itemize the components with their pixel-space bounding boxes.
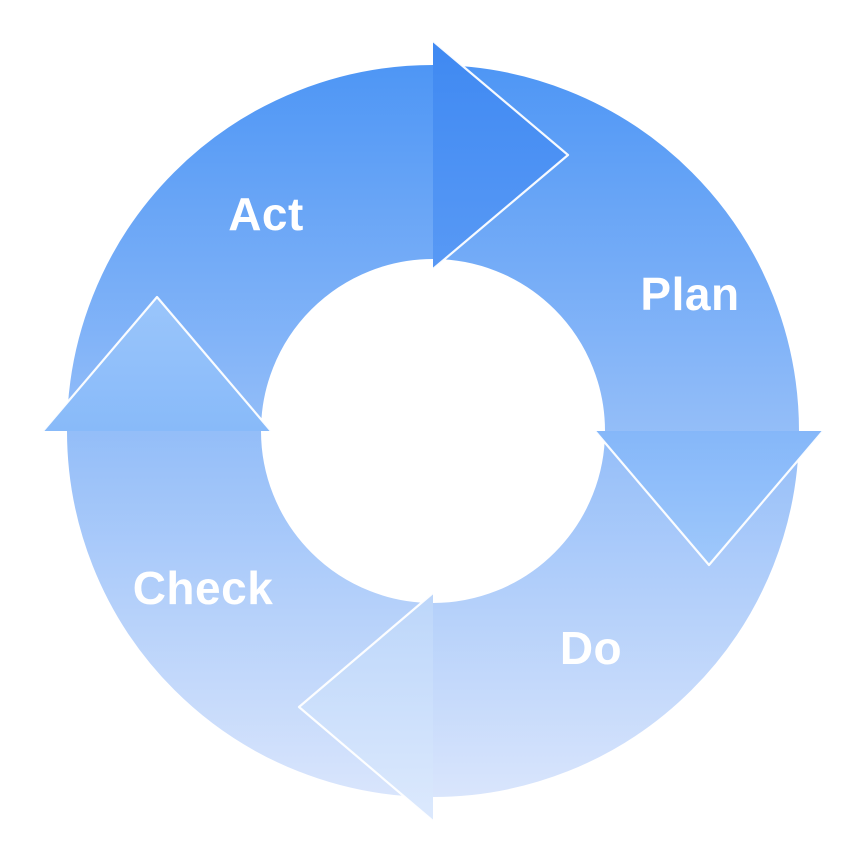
label-plan: Plan [640,268,739,320]
label-do: Do [560,622,622,674]
cycle-arrow-left-shape [43,297,271,431]
cycle-arrow-bottom-shape [299,593,433,821]
label-act: Act [228,188,304,240]
cycle-arrow-right-outline [593,429,825,567]
cycle-arrow-left [41,295,273,433]
cycle-arrow-top [431,39,570,271]
cycle-arrow-bottom [297,591,435,823]
cycle-arrow-top-shape [433,41,568,269]
cycle-arrow-left-outline [41,295,273,433]
cycle-arrow-top-outline [431,39,570,271]
cycle-arrow-bottom-outline [297,591,435,823]
cycle-arrow-right [593,429,825,567]
label-check: Check [133,562,274,614]
cycle-arrow-right-shape [595,431,823,565]
